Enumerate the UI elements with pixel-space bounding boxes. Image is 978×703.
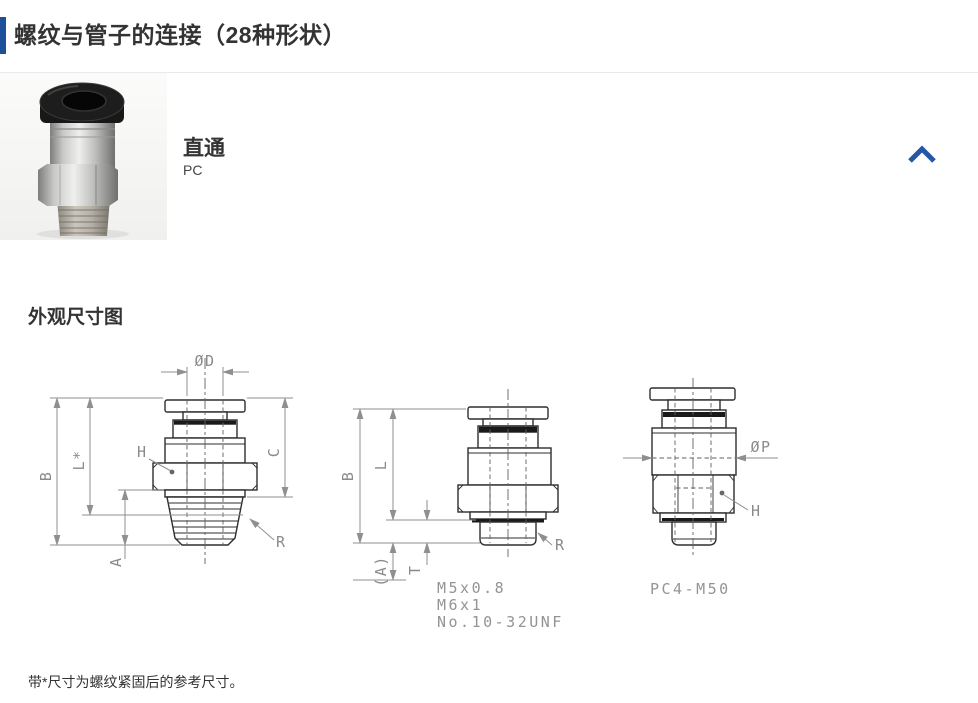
dim-label-b: B xyxy=(340,471,357,482)
page-title: 螺纹与管子的连接（28种形状） xyxy=(14,22,347,48)
dim-label-a: A xyxy=(107,556,125,567)
section-title: 外观尺寸图 xyxy=(28,307,124,328)
dim-label-l: L* xyxy=(70,449,88,470)
dimension-drawing-metric-thread: B L (A) T R M5x0.8 M6x1 No.10-32UNF xyxy=(340,389,566,631)
dim-label-c: C xyxy=(265,447,283,458)
dim-label-a: (A) xyxy=(372,555,390,587)
dim-label-d: ØD xyxy=(194,352,215,370)
dim-label-l: L xyxy=(372,460,390,471)
drawing-caption: PC4-M50 xyxy=(650,580,731,598)
thread-spec-2: M6x1 xyxy=(437,596,483,614)
dim-label-t: T xyxy=(406,564,424,575)
dimension-drawing-pc4-m50: ØP H PC4-M50 xyxy=(623,378,778,598)
collapse-button[interactable] xyxy=(899,138,945,174)
dimension-lines xyxy=(353,408,553,581)
dimension-lines xyxy=(50,367,293,559)
dim-label-r: R xyxy=(276,533,287,551)
product-code: PC xyxy=(183,162,203,178)
fitting-outline xyxy=(457,389,559,557)
dim-label-p: ØP xyxy=(750,438,771,456)
dim-label-r: R xyxy=(555,536,566,554)
dimension-lines xyxy=(623,454,778,511)
dim-label-h: H xyxy=(137,443,148,461)
thread-spec-1: M5x0.8 xyxy=(437,579,506,597)
product-name: 直通 xyxy=(183,137,225,160)
thread-spec-3: No.10-32UNF xyxy=(437,613,564,631)
dim-label-b: B xyxy=(37,471,55,482)
section-divider xyxy=(0,72,978,73)
header-accent-bar xyxy=(0,17,6,54)
fitting-outline xyxy=(152,358,258,564)
product-photo xyxy=(0,73,167,240)
dim-label-h: H xyxy=(751,502,762,520)
fitting-outline xyxy=(649,378,737,557)
footnote: 带*尺寸为螺纹紧固后的参考尺寸。 xyxy=(28,674,244,690)
chevron-up-icon xyxy=(908,145,936,163)
dimension-drawing-taper-thread: ØD B L* A C H R xyxy=(37,352,293,567)
